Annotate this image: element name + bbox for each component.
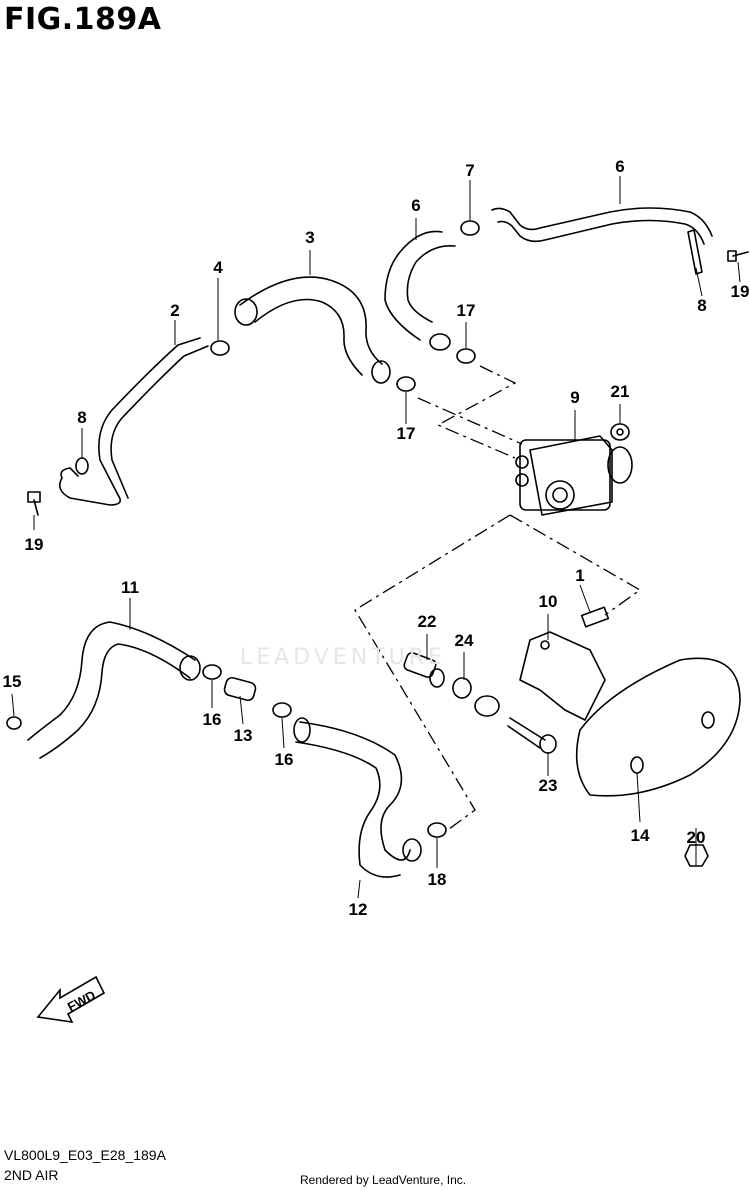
callout-1[interactable]: 1 — [575, 566, 585, 585]
hose-6 — [384, 230, 456, 351]
cover-14 — [575, 657, 741, 797]
hose-11 — [27, 621, 201, 759]
callout-17-bottom[interactable]: 17 — [396, 424, 416, 443]
collar-24 — [452, 677, 472, 699]
nut-20 — [684, 844, 709, 867]
bracket-10 — [474, 631, 606, 721]
callout-15[interactable]: 15 — [2, 672, 22, 691]
callout-19-left[interactable]: 19 — [24, 535, 44, 554]
bracket-8a — [687, 229, 703, 275]
washer-21 — [610, 423, 630, 441]
bracket-8b — [75, 457, 89, 475]
clamp-16a — [202, 664, 222, 680]
callout-14[interactable]: 14 — [630, 826, 650, 845]
diagram-code: VL800L9_E03_E28_189A — [4, 1147, 166, 1163]
render-credit: Rendered by LeadVenture, Inc. — [300, 1173, 467, 1187]
watermark: LEADVENTURE — [240, 645, 446, 670]
clamp-15 — [6, 716, 22, 730]
callout-7[interactable]: 7 — [465, 161, 475, 180]
callout-16-left[interactable]: 16 — [202, 710, 222, 729]
callout-6[interactable]: 6 — [411, 196, 421, 215]
callout-10[interactable]: 10 — [538, 592, 558, 611]
callout-8-left[interactable]: 8 — [77, 408, 87, 427]
callout-20[interactable]: 20 — [686, 828, 706, 847]
section-name: 2ND AIR — [4, 1167, 59, 1183]
callout-12[interactable]: 12 — [348, 900, 368, 919]
clamp-7 — [460, 220, 480, 236]
clamp-17a — [456, 348, 476, 364]
callout-8-right[interactable]: 8 — [697, 296, 707, 315]
callout-19-right[interactable]: 19 — [730, 282, 750, 301]
fwd-arrow-icon — [36, 975, 106, 1024]
callout-17-top[interactable]: 17 — [456, 301, 476, 320]
clamp-18 — [427, 822, 447, 838]
air-pipe-2 — [59, 337, 209, 506]
bolt-19b — [27, 491, 41, 516]
hose-3 — [234, 276, 391, 384]
air-pipe-5 — [491, 207, 713, 245]
callout-5[interactable]: 6 — [615, 157, 625, 176]
bolt-19a — [727, 250, 749, 262]
bolt-22 — [403, 652, 445, 688]
clamp-17b — [396, 376, 416, 392]
bolt-23 — [507, 717, 557, 754]
callout-21[interactable]: 21 — [610, 382, 630, 401]
callout-24[interactable]: 24 — [454, 631, 474, 650]
callout-9[interactable]: 9 — [570, 388, 580, 407]
clamp-4 — [210, 340, 230, 356]
callout-4[interactable]: 4 — [213, 258, 223, 277]
hose-12 — [293, 717, 422, 878]
callout-13[interactable]: 13 — [233, 726, 253, 745]
callout-23[interactable]: 23 — [538, 776, 558, 795]
joint-13 — [223, 676, 257, 702]
reed-valve-9 — [515, 435, 633, 516]
callout-22[interactable]: 22 — [417, 612, 437, 631]
callout-16-right[interactable]: 16 — [274, 750, 294, 769]
clamp-16b — [272, 702, 292, 718]
figure-title: FIG.189A — [4, 2, 162, 37]
bolt-1 — [580, 606, 610, 628]
callout-18[interactable]: 18 — [427, 870, 447, 889]
callout-11[interactable]: 11 — [121, 578, 139, 597]
callout-2[interactable]: 2 — [170, 301, 180, 320]
callout-3[interactable]: 3 — [305, 228, 315, 247]
